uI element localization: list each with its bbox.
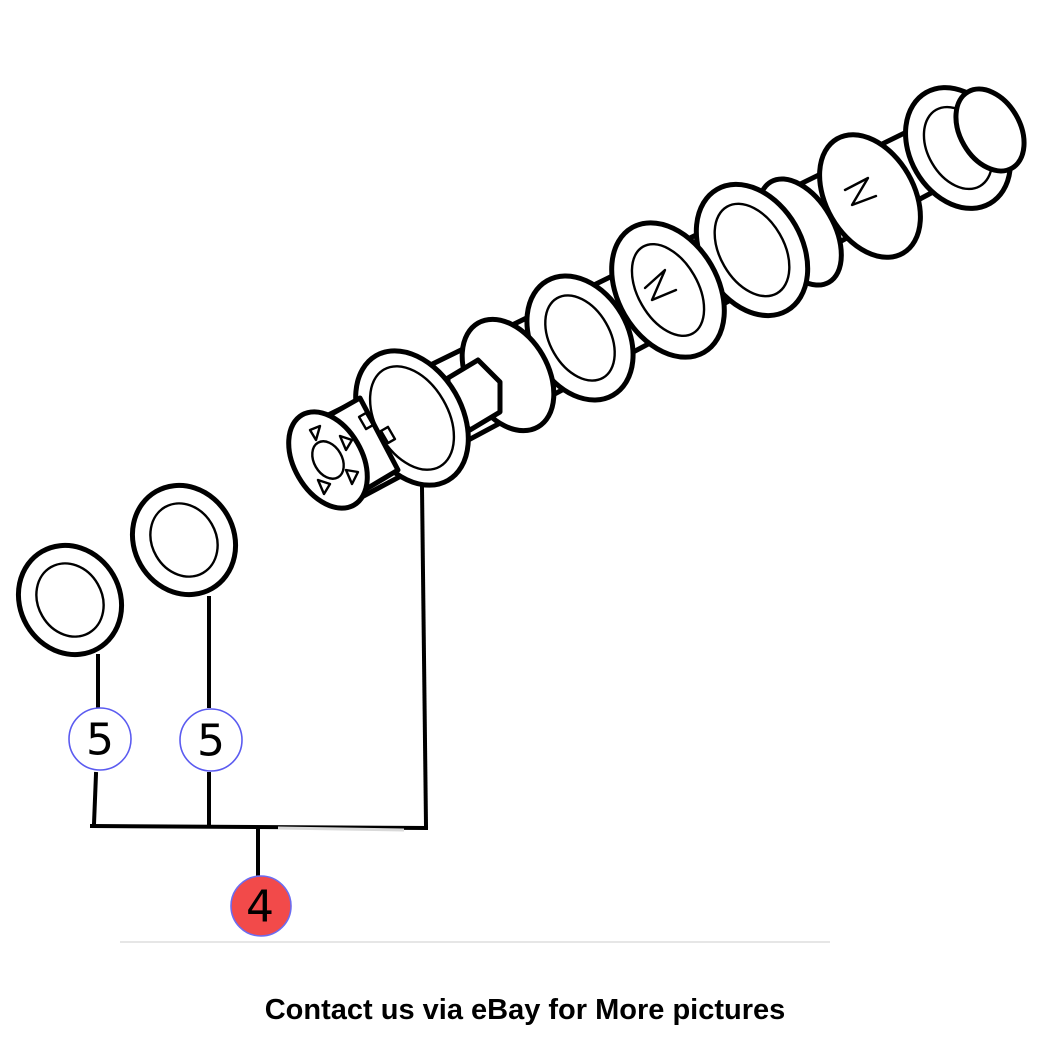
camshaft-front-nose bbox=[286, 395, 401, 511]
contact-footer-text: Contact us via eBay for More pictures bbox=[264, 994, 786, 1026]
camshaft-rear-journal bbox=[903, 85, 1027, 211]
callout-seal-left[interactable]: 5 bbox=[68, 707, 132, 771]
seal-ring-right bbox=[129, 482, 239, 598]
cam-lobe-3 bbox=[524, 273, 636, 403]
camshaft bbox=[286, 85, 1027, 511]
seal-ring-left bbox=[15, 542, 125, 658]
leader-lines bbox=[89, 485, 429, 876]
callout-seal-right-label: 5 bbox=[197, 716, 225, 767]
callout-seal-left-label: 5 bbox=[86, 715, 114, 766]
callout-assembly-label: 4 bbox=[246, 882, 274, 933]
cam-lobe-2 bbox=[609, 220, 727, 360]
callout-seal-right[interactable]: 5 bbox=[179, 708, 243, 772]
callout-assembly[interactable]: 4 bbox=[230, 875, 292, 937]
camshaft-mid-journal bbox=[693, 176, 844, 319]
